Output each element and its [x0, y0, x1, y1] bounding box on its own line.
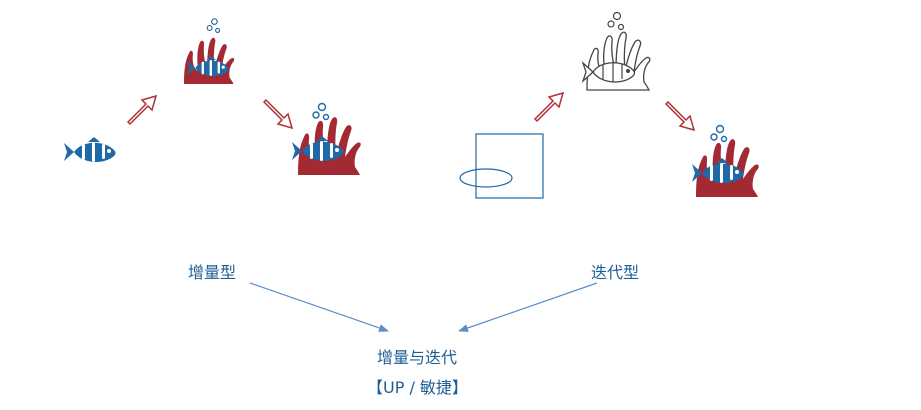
incremental-coral-with-fish-top — [184, 18, 235, 85]
incremental-arrow-up — [127, 95, 157, 125]
incremental-fish-alone — [64, 137, 116, 162]
connector-incremental-to-combined — [249, 282, 389, 332]
iterative-coral-outline-sketch — [581, 11, 651, 91]
label-incremental: 增量型 — [188, 263, 237, 282]
iterative-coral-with-fish-final — [692, 124, 759, 197]
incremental-coral-with-fish-bottom — [292, 102, 361, 175]
label-iterative: 迭代型 — [591, 263, 640, 282]
label-combined-subtitle: 【UP / 敏捷】 — [367, 378, 468, 397]
iterative-empty-frame-sketch — [459, 133, 544, 199]
iterative-arrow-down — [665, 101, 695, 131]
iterative-arrow-up — [534, 92, 564, 122]
label-combined: 增量与迭代 — [377, 348, 458, 367]
incremental-arrow-down — [263, 99, 293, 129]
connector-iterative-to-combined — [458, 282, 598, 332]
